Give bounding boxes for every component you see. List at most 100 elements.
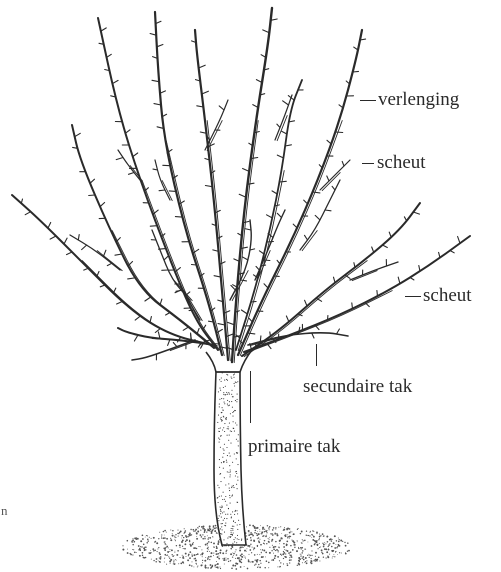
bark-dot [230,456,231,457]
ground-dot [207,545,208,546]
bark-dot [226,392,227,393]
ground-dot [249,534,250,535]
ground-dot [233,564,234,565]
ground-dot [218,541,220,543]
bud-mark [50,236,56,239]
ground-dot [207,557,208,558]
ground-dot [267,530,268,531]
ground-dot [160,558,162,560]
bark-dot [229,435,230,436]
ground-dot [166,538,168,540]
ground-dot [347,542,349,544]
ground-dot [202,556,203,557]
bud-mark [404,217,406,221]
ground-dot [164,537,165,538]
ground-dot [198,546,199,547]
ground-dot [189,557,191,559]
bark-dot [231,394,232,395]
ground-dot [159,558,160,559]
ground-dot [321,552,322,553]
ground-dot [197,531,199,533]
ground-dot [164,530,166,532]
bud-mark [410,278,414,280]
ground-dot [302,562,303,563]
ground-dot [172,554,173,555]
ground-dot [195,530,196,531]
ground-dot [227,558,229,560]
label-primaire-tak: primaire tak [248,437,340,456]
ground-dot [332,556,333,557]
ground-dot [188,554,190,556]
ground-dot [268,567,269,568]
bark-dot [229,423,230,424]
ground-dot [284,549,285,550]
bud-mark [377,291,378,297]
bark-dot [236,510,237,511]
ground-dot [192,544,193,545]
bark-dot [232,495,233,496]
ground-dot [134,537,136,539]
ground-dot [147,540,148,541]
ground-dot [184,543,186,545]
bark-dot [223,450,224,451]
ground-dot [244,557,245,558]
bark-dot [222,407,223,408]
bark-dot [229,405,230,406]
ground-dot [287,563,288,564]
bark-dot [235,510,236,511]
bark-dot [233,539,234,540]
bark-dot [235,381,236,382]
bark-dot [221,462,222,463]
ground-dot [151,559,152,560]
ground-dot [302,556,304,558]
ground-dot [275,527,276,528]
ground-dot [164,557,165,558]
ground-dot [269,539,270,540]
ground-dot [249,532,250,533]
ground-dot [262,549,264,551]
ground-dot [211,542,213,544]
ground-dot [200,554,201,555]
branch [118,150,140,180]
bark-dot [228,483,229,484]
bud-mark [134,335,138,341]
ground-dot [208,547,209,548]
bark-dot [233,526,234,527]
ground-dot [302,539,303,540]
bud-mark [145,298,150,302]
bark-dot [218,438,219,439]
ground-dot [173,563,174,564]
ground-dot [277,556,279,558]
leader-scheut-lower [405,296,421,297]
ground-dot [163,538,164,539]
ground-dot [278,552,279,553]
ground-dot [172,555,174,557]
ground-dot [301,548,302,549]
bark-dot [237,394,238,395]
bark-dot [219,515,220,516]
ground-dot [309,535,310,536]
bark-dot [218,431,219,432]
bark-dot [231,378,232,379]
ground-dot [311,555,312,556]
bark-dot [224,380,225,381]
bud-mark [327,140,331,144]
ground-dot [287,528,289,530]
ground-dot [342,541,343,542]
bark-dot [230,469,231,470]
ground-dot [132,549,133,550]
bud-mark [150,317,151,323]
bud-mark [101,28,106,31]
ground-dot [141,546,142,547]
ground-dot [316,533,317,534]
ground-dot [337,554,338,555]
bark-dot [226,447,227,448]
ground-dot [161,538,162,539]
bud-mark [419,266,420,272]
ground-dot [240,558,242,560]
ground-dot [282,538,283,539]
bark-dot [237,441,238,442]
bark-dot [227,455,228,456]
ground-dot [312,530,313,531]
ground-dot [256,561,258,563]
